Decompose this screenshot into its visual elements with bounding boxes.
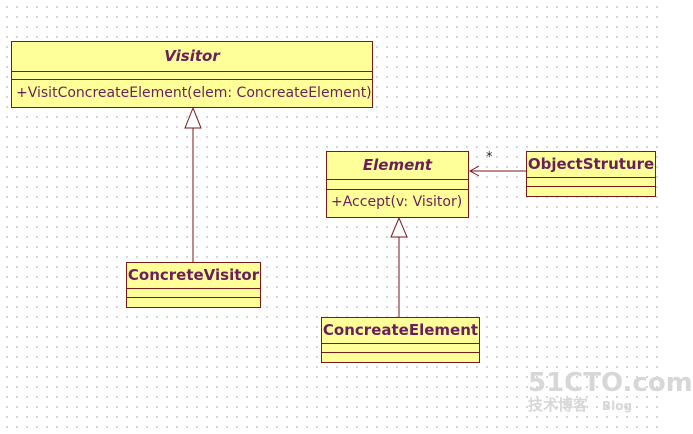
operation: +Accept(v: Visitor) (331, 194, 463, 210)
operations-compartment (527, 187, 655, 196)
watermark-site: 51CTO.com (528, 368, 693, 398)
connectors (184, 106, 526, 317)
class-concrete-visitor[interactable]: ConcreteVisitor (126, 262, 261, 308)
operations-compartment (127, 298, 260, 307)
watermark: 51CTO.com 技术博客 Blog (528, 368, 693, 415)
operation: +VisitConcreateElement(elem: ConcreateEl… (16, 85, 372, 101)
class-name: ConcreteVisitor (127, 263, 260, 289)
association-multiplicity: * (486, 150, 493, 165)
attributes-compartment (327, 180, 468, 190)
class-name: Visitor (12, 42, 372, 72)
class-name: Element (327, 152, 468, 180)
watermark-sub: 技术博客 (528, 396, 589, 414)
class-visitor[interactable]: Visitor +VisitConcreateElement(elem: Con… (11, 41, 373, 108)
class-concrete-element[interactable]: ConcreateElement (321, 317, 480, 363)
attributes-compartment (322, 344, 479, 353)
class-element[interactable]: Element +Accept(v: Visitor) (326, 151, 469, 218)
class-object-structure[interactable]: ObjectStruture (526, 151, 656, 197)
attributes-compartment (12, 72, 372, 80)
operations-compartment (322, 353, 479, 362)
watermark-blog: Blog (602, 399, 633, 413)
generalization-arrowhead-element (390, 216, 408, 238)
association-arrowhead (468, 165, 480, 177)
attributes-compartment (127, 289, 260, 298)
class-name: ObjectStruture (527, 152, 655, 178)
attributes-compartment (527, 178, 655, 187)
class-name: ConcreateElement (322, 318, 479, 344)
generalization-arrowhead-visitor (184, 106, 202, 129)
